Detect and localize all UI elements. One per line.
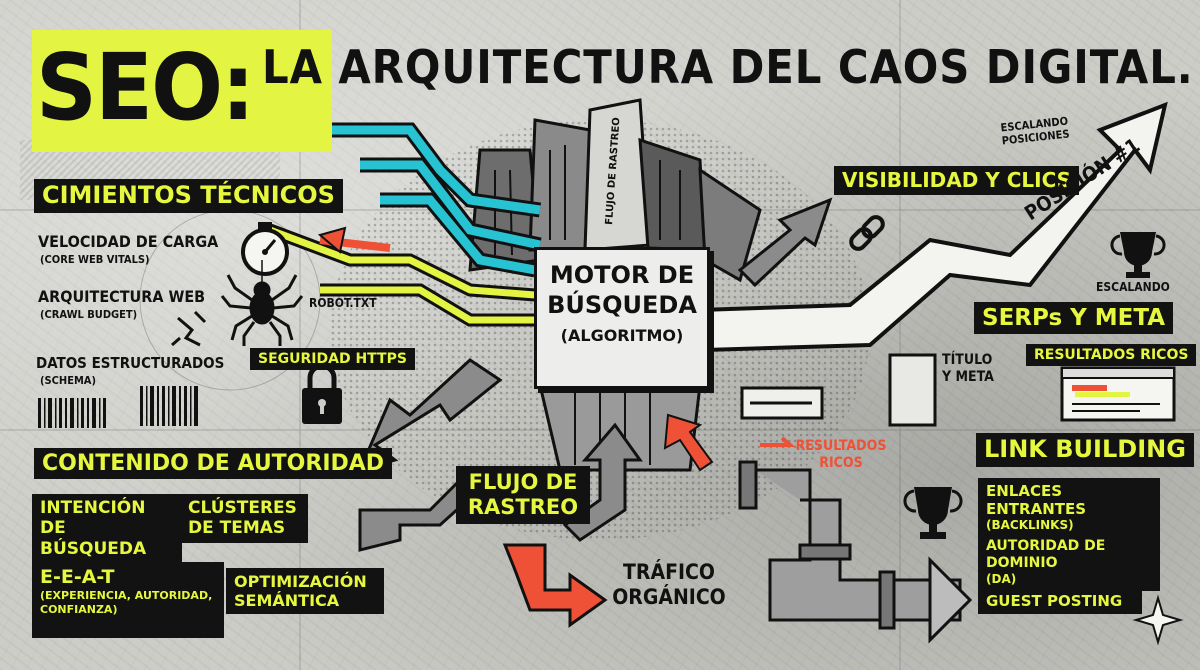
eeat-sub: (EXPERIENCIA, AUTORIDAD, CONFIANZA) — [40, 588, 213, 616]
arch-label: ARQUITECTURA WEB — [38, 287, 206, 306]
browser-window-icon — [740, 353, 1176, 427]
engine-line2: BÚSQUEDA — [547, 291, 697, 319]
data-sub: (SCHEMA) — [40, 374, 96, 387]
data-label: DATOS ESTRUCTURADOS — [36, 354, 225, 372]
clusters-label: CLÚSTERES DE TEMAS — [188, 498, 297, 539]
visibility-label: VISIBILIDAD Y CLICS — [834, 166, 1080, 195]
pipe-icon — [738, 460, 973, 644]
guest-posting-label: GUEST POSTING — [986, 592, 1123, 610]
rich-results-label: RESULTADOS RICOS — [795, 438, 887, 471]
serps-header: SERPs Y META — [974, 302, 1174, 335]
title-meta-label: TÍTULO Y META — [942, 352, 994, 385]
robot-label: ROBOT.TXT — [309, 296, 377, 310]
intent-label: INTENCIÓN DE BÚSQUEDA — [40, 498, 147, 559]
spider-icon — [220, 260, 304, 346]
domain-authority-label: AUTORIDAD DE DOMINIO — [986, 538, 1106, 571]
backlinks-box: ENLACES ENTRANTES (BACKLINKS) — [978, 478, 1160, 537]
broken-link-icon — [171, 310, 207, 347]
domain-authority-sub: (DA) — [986, 571, 1017, 586]
eeat-label: E-E-A-T — [40, 566, 115, 588]
traffic-arrow — [502, 543, 608, 628]
speed-label: VELOCIDAD DE CARGA — [38, 232, 219, 251]
rich-results-tag: RESULTADOS RICOS — [1026, 344, 1197, 367]
scaling-small-label: ESCALANDO — [1096, 280, 1170, 294]
crawl-flow-label: FLUJO DE RASTREO — [467, 470, 579, 520]
chain-link-icon — [849, 215, 885, 251]
title-highlight — [32, 30, 332, 152]
backlinks-label: ENLACES ENTRANTES — [986, 482, 1087, 518]
intent-box: INTENCIÓN DE BÚSQUEDA — [32, 494, 182, 564]
clusters-box: CLÚSTERES DE TEMAS — [180, 494, 308, 543]
speed-sub: (CORE WEB VITALS) — [40, 253, 150, 266]
domain-authority-box: AUTORIDAD DE DOMINIO (DA) — [978, 534, 1160, 591]
title-seo: SEO: — [36, 34, 255, 141]
engine-line1: MOTOR DE — [549, 261, 695, 289]
padlock-icon — [302, 363, 342, 424]
link-building-header: LINK BUILDING — [976, 433, 1194, 467]
engine-line3: (ALGORITMO) — [560, 326, 684, 345]
content-header: CONTENIDO DE AUTORIDAD — [34, 448, 393, 480]
https-label: SEGURIDAD HTTPS — [250, 348, 415, 371]
semantic-label: OPTIMIZACIÓN SEMÁNTICA — [234, 572, 367, 611]
trophy-icon — [903, 232, 1166, 539]
search-engine-box: MOTOR DE BÚSQUEDA (ALGORITMO) — [534, 247, 710, 389]
guest-posting-box: GUEST POSTING — [978, 588, 1142, 614]
semantic-box: OPTIMIZACIÓN SEMÁNTICA — [226, 568, 384, 615]
tech-header: CIMIENTOS TÉCNICOS — [34, 179, 343, 213]
crawl-flow-box: FLUJO DE RASTREO — [456, 466, 590, 525]
barcode-icon — [38, 386, 198, 428]
arch-sub: (CRAWL BUDGET) — [40, 308, 138, 321]
eeat-box: E-E-A-T (EXPERIENCIA, AUTORIDAD, CONFIAN… — [32, 562, 224, 638]
page-title: LA ARQUITECTURA DEL CAOS DIGITAL. — [262, 40, 1194, 94]
backlinks-sub: (BACKLINKS) — [986, 518, 1074, 532]
rising-arrow — [697, 101, 1168, 353]
organic-traffic-label: TRÁFICO ORGÁNICO — [612, 560, 726, 610]
sparkle-icon — [1132, 594, 1184, 646]
stopwatch-icon — [241, 222, 289, 276]
